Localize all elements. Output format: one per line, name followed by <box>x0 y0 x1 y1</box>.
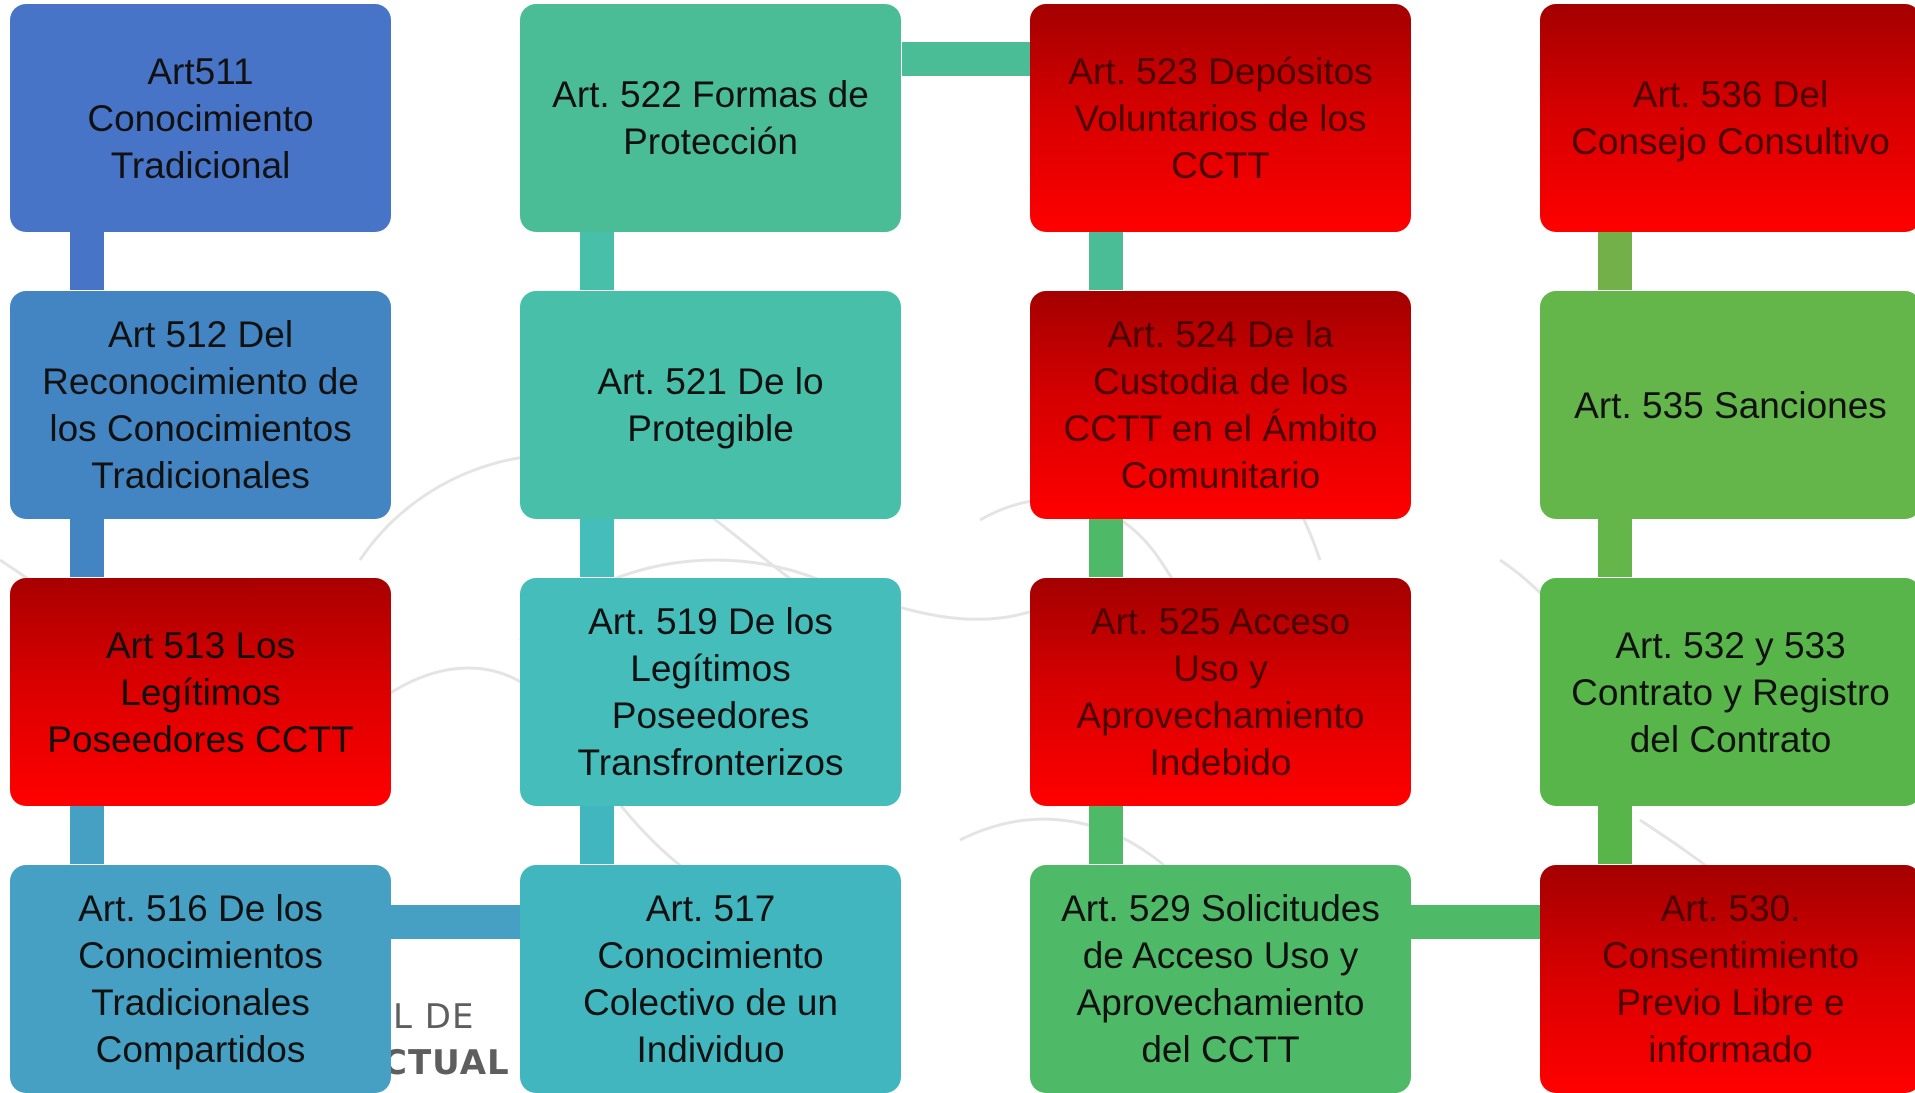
box-art-529-label: Art. 529 Solicitudes de Acceso Uso y Apr… <box>1061 888 1380 1070</box>
box-art-535-label: Art. 535 Sanciones <box>1574 384 1887 426</box>
box-art-519: Art. 519 De los Legítimos Poseedores Tra… <box>520 578 901 806</box>
box-art-517: Art. 517 Conocimiento Colectivo de un In… <box>520 865 901 1093</box>
connector-513-516 <box>70 806 104 864</box>
connector-524-525 <box>1089 519 1123 577</box>
box-art-525-label: Art. 525 Acceso Uso y Aprovechamiento In… <box>1076 601 1365 783</box>
box-art-536: Art. 536 Del Consejo Consultivo <box>1540 4 1915 232</box>
connector-530-532 <box>1598 806 1632 864</box>
connector-516-517 <box>391 905 521 939</box>
box-art-511: Art511 Conocimiento Tradicional <box>10 4 391 232</box>
box-art-530-label: Art. 530. Consentimiento Previo Libre e … <box>1601 888 1860 1070</box>
watermark-text: IL DE CTUAL <box>382 994 510 1086</box>
box-art-530: Art. 530. Consentimiento Previo Libre e … <box>1540 865 1915 1093</box>
box-art-513: Art 513 Los Legítimos Poseedores CCTT <box>10 578 391 806</box>
box-art-523: Art. 523 Depósitos Voluntarios de los CC… <box>1030 4 1411 232</box>
connector-523-524 <box>1089 232 1123 290</box>
box-art-519-label: Art. 519 De los Legítimos Poseedores Tra… <box>577 601 844 783</box>
box-art-516: Art. 516 De los Conocimientos Tradiciona… <box>10 865 391 1093</box>
box-art-529: Art. 529 Solicitudes de Acceso Uso y Apr… <box>1030 865 1411 1093</box>
box-art-517-label: Art. 517 Conocimiento Colectivo de un In… <box>582 888 839 1070</box>
box-art-512: Art 512 Del Reconocimiento de los Conoci… <box>10 291 391 519</box>
box-art-524-label: Art. 524 De la Custodia de los CCTT en e… <box>1063 314 1378 496</box>
connector-525-529 <box>1089 806 1123 864</box>
box-art-522: Art. 522 Formas de Protección <box>520 4 901 232</box>
connector-535-536 <box>1598 232 1632 290</box>
box-art-523-label: Art. 523 Depósitos Voluntarios de los CC… <box>1068 50 1373 186</box>
box-art-532-label: Art. 532 y 533 Contrato y Registro del C… <box>1571 624 1890 760</box>
box-art-521-label: Art. 521 De lo Protegible <box>597 361 824 449</box>
box-art-511-label: Art511 Conocimiento Tradicional <box>87 50 314 186</box>
box-art-516-label: Art. 516 De los Conocimientos Tradiciona… <box>78 888 323 1070</box>
connector-512-513 <box>70 519 104 577</box>
connector-519-521 <box>580 519 614 577</box>
connector-511-512 <box>70 232 104 290</box>
connector-517-519 <box>580 806 614 864</box>
watermark-line1: IL DE <box>382 997 475 1037</box>
box-art-525: Art. 525 Acceso Uso y Aprovechamiento In… <box>1030 578 1411 806</box>
connector-529-530 <box>1411 905 1541 939</box>
box-art-522-label: Art. 522 Formas de Protección <box>552 74 869 162</box>
box-art-521: Art. 521 De lo Protegible <box>520 291 901 519</box>
box-art-535: Art. 535 Sanciones <box>1540 291 1915 519</box>
box-art-513-label: Art 513 Los Legítimos Poseedores CCTT <box>47 624 354 760</box>
box-art-512-label: Art 512 Del Reconocimiento de los Conoci… <box>42 314 359 496</box>
watermark-line2: CTUAL <box>382 1043 510 1083</box>
connector-532-535 <box>1598 519 1632 577</box>
box-art-532: Art. 532 y 533 Contrato y Registro del C… <box>1540 578 1915 806</box>
connector-522-523 <box>902 42 1032 76</box>
box-art-524: Art. 524 De la Custodia de los CCTT en e… <box>1030 291 1411 519</box>
box-art-536-label: Art. 536 Del Consejo Consultivo <box>1571 74 1890 162</box>
connector-521-522 <box>580 232 614 290</box>
